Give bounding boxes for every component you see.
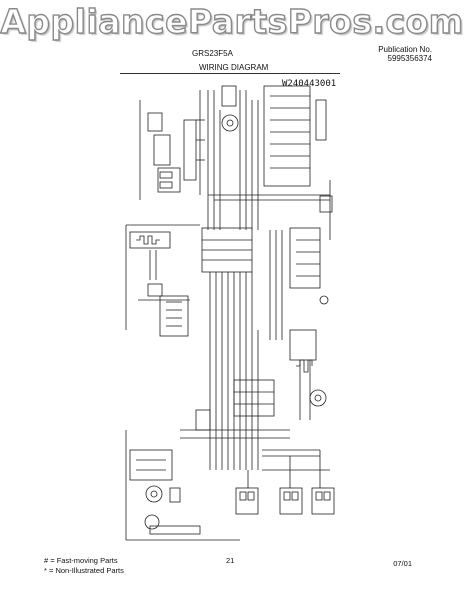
model-number: GRS23F5A (192, 49, 233, 58)
diagram-title: WIRING DIAGRAM (199, 63, 269, 72)
publication-label: Publication No. (378, 45, 432, 54)
page-number: 21 (226, 556, 235, 565)
top-left-components (139, 90, 205, 200)
fan-motor-top (221, 85, 239, 132)
revision-date: 07/01 (393, 559, 412, 568)
lower-bus-wires (195, 272, 275, 470)
right-harness (269, 195, 333, 340)
relay-block (159, 227, 253, 337)
diagram-part-number: W240443001 (282, 79, 337, 89)
dispenser-heater (125, 224, 200, 330)
compressor-section (125, 429, 290, 541)
watermark-logo: AppliancePartsPros.com (0, 1, 464, 41)
legend-fast-moving: # = Fast-moving Parts (44, 556, 118, 565)
control-board (263, 85, 327, 187)
legend-non-illustrated: * = Non-Illustrated Parts (44, 566, 124, 575)
title-divider (120, 73, 340, 74)
defrost-timer (289, 329, 327, 420)
bottom-right-components (235, 449, 335, 515)
publication-number: 5995356374 (387, 54, 433, 63)
upper-bus-wires (207, 90, 331, 240)
